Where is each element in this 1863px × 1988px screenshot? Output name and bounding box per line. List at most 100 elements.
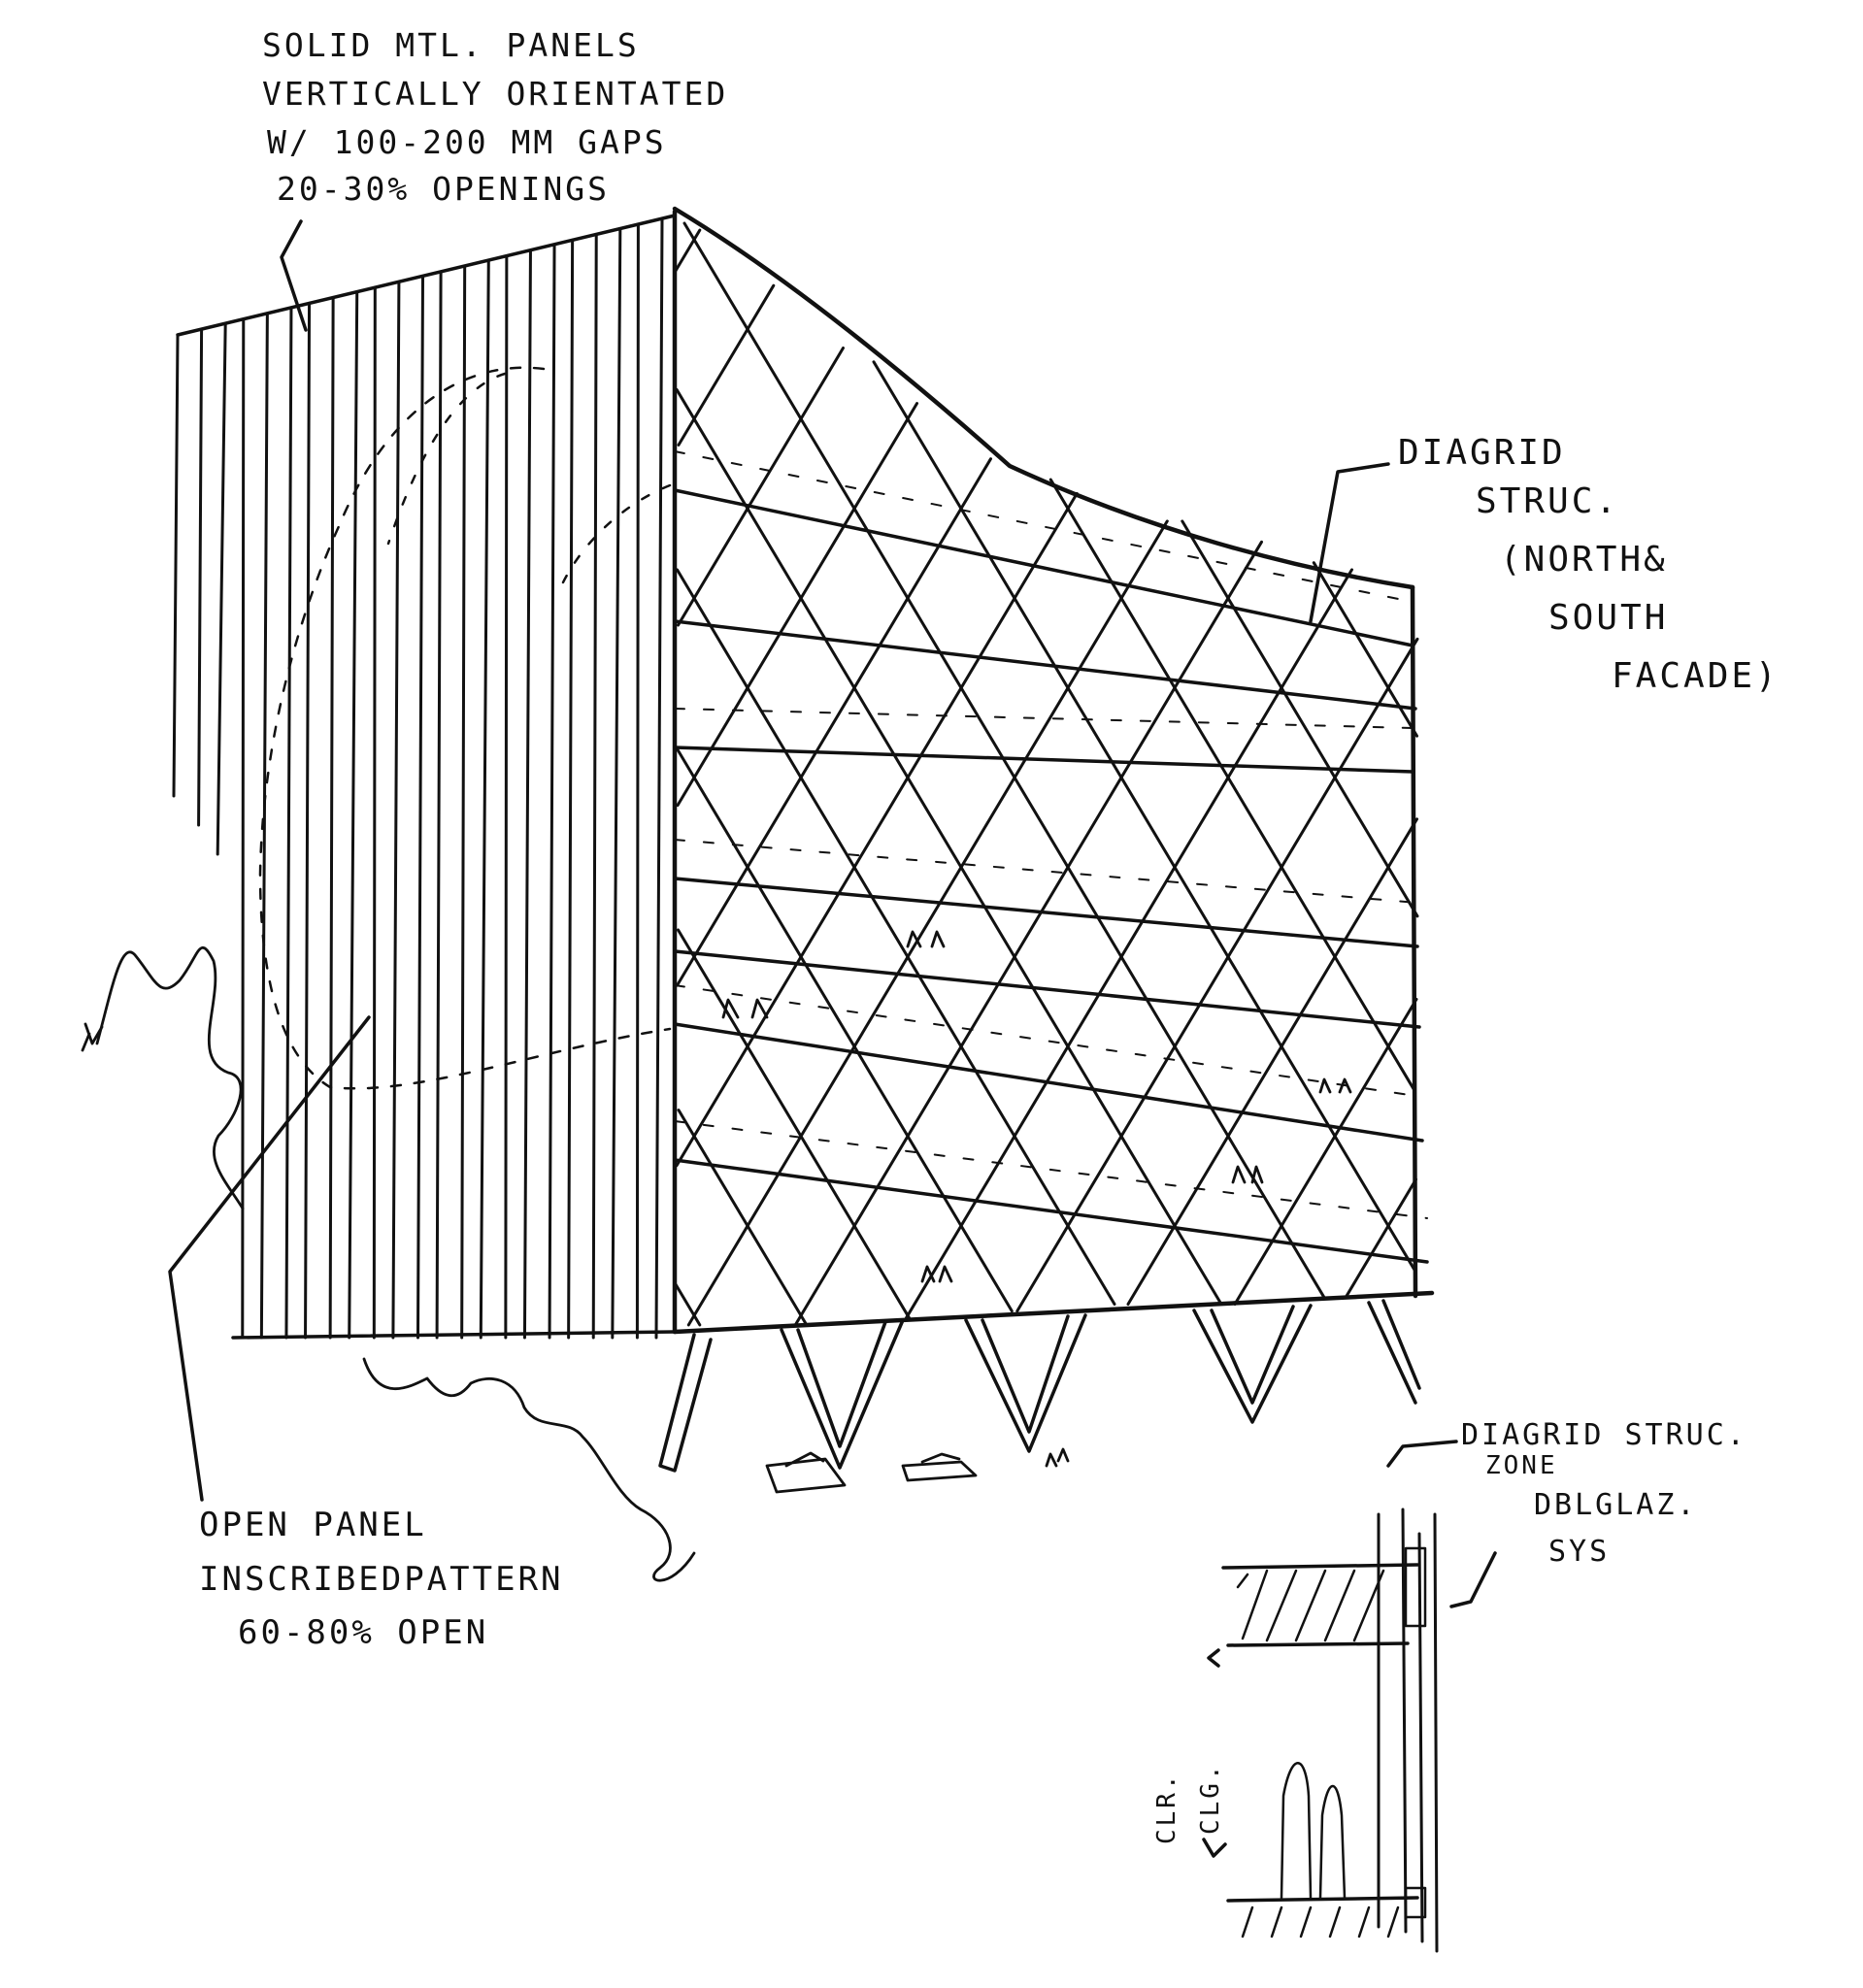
section-glazing-line-2: SYS bbox=[1548, 1535, 1610, 1569]
section-lower-slab-hatch bbox=[1241, 1905, 1400, 1938]
context-scribbles bbox=[81, 930, 1352, 1582]
diagrid-line-5: FACADE) bbox=[1612, 656, 1780, 696]
open-panel-leader bbox=[168, 1015, 371, 1502]
diagrid-top-edge bbox=[672, 206, 1415, 590]
vertical-panel bbox=[591, 233, 598, 1340]
open-panel-note: OPEN PANEL INSCRIBEDPATTERN 60-80% OPEN bbox=[168, 1015, 564, 1652]
diagrid-bottom-edge bbox=[672, 1290, 1435, 1335]
diagonal-member bbox=[872, 360, 1416, 1272]
section-notes: DIAGRID STRUC. ZONE DBLGLAZ. SYS CLR. CL… bbox=[1152, 1418, 1745, 1844]
people-on-floor-3 bbox=[1318, 1077, 1352, 1094]
vertical-panel bbox=[504, 254, 509, 1340]
diagonal-member bbox=[677, 347, 845, 627]
section-lower-slab-top bbox=[1226, 1896, 1419, 1903]
diagonal-member bbox=[905, 568, 1353, 1320]
diagrid-line-1: DIAGRID bbox=[1398, 433, 1566, 473]
diagonal-member bbox=[1181, 519, 1419, 918]
floor-plate bbox=[673, 619, 1417, 711]
floor-plate bbox=[673, 877, 1419, 948]
vertical-panel bbox=[435, 270, 443, 1340]
panel-lines bbox=[172, 217, 664, 1340]
diagonal-member bbox=[1015, 637, 1419, 1313]
panel-bottom-edge bbox=[231, 1330, 677, 1340]
people-on-floor-1 bbox=[721, 998, 769, 1019]
diagonal-member bbox=[1233, 997, 1418, 1306]
solid-panels-line-2: VERTICALLY ORIENTATED bbox=[262, 75, 728, 113]
vertical-panel bbox=[216, 322, 227, 856]
vertical-panel bbox=[197, 328, 204, 827]
section-zone-leader bbox=[1386, 1440, 1458, 1468]
diagrid-note: DIAGRID STRUC. (NORTH& SOUTH FACADE) bbox=[1309, 433, 1780, 696]
diagonal-member bbox=[675, 491, 1079, 1168]
section-glazing-line-1: DBLGLAZ. bbox=[1534, 1488, 1698, 1522]
open-panel-dashed-outline bbox=[258, 366, 672, 1090]
diagonal-member bbox=[1048, 478, 1415, 1091]
section-mullion-lower bbox=[1404, 1886, 1427, 1919]
floor-plate-dashed bbox=[674, 450, 1414, 603]
v-column-1 bbox=[658, 1333, 713, 1473]
section-upper-slab-top bbox=[1221, 1563, 1419, 1570]
v-column-2 bbox=[780, 1318, 905, 1470]
open-panel-line-3: 60-80% OPEN bbox=[238, 1613, 488, 1652]
vertical-panel bbox=[654, 217, 664, 1340]
v-column-5 bbox=[1367, 1299, 1421, 1405]
solid-panels-line-4: 20-30% OPENINGS bbox=[277, 170, 610, 208]
section-zone-line-2: ZONE bbox=[1485, 1451, 1558, 1480]
person-left bbox=[81, 1022, 104, 1052]
ground-scribble bbox=[362, 1357, 696, 1582]
floor-plate-dashed bbox=[674, 708, 1414, 729]
diagonal-member bbox=[676, 402, 918, 808]
people-on-floor-5 bbox=[920, 1265, 953, 1283]
diagrid-line-2: STRUC. bbox=[1476, 481, 1619, 521]
tree-scribble bbox=[95, 945, 245, 1210]
open-panel-line-1: OPEN PANEL bbox=[199, 1506, 427, 1544]
diagonal-members bbox=[673, 221, 1419, 1327]
people-figures bbox=[1045, 1447, 1070, 1468]
diagonal-member bbox=[1126, 817, 1418, 1306]
v-column-3 bbox=[964, 1313, 1087, 1453]
floor-plate bbox=[673, 746, 1414, 774]
diagonal-member bbox=[686, 519, 1169, 1327]
solid-panels-line-3: W/ 100-200 MM GAPS bbox=[267, 123, 667, 161]
diagonal-member bbox=[677, 283, 776, 447]
vertical-panel bbox=[460, 264, 467, 1340]
diagonal-member bbox=[676, 457, 992, 987]
diagonal-member bbox=[677, 928, 911, 1320]
open-panel-line-2: INSCRIBEDPATTERN bbox=[199, 1560, 564, 1599]
v-columns bbox=[658, 1299, 1421, 1473]
vertical-panel bbox=[522, 248, 532, 1340]
solid-panels-leader bbox=[280, 219, 308, 332]
section-ceiling-marker bbox=[1207, 1648, 1220, 1668]
people-on-floor-4 bbox=[1231, 1165, 1264, 1184]
vertical-panel bbox=[479, 259, 490, 1340]
vertical-panel bbox=[348, 291, 359, 1340]
diagonal-member bbox=[793, 540, 1263, 1327]
floor-plate-lines bbox=[673, 450, 1429, 1264]
diagrid-leader bbox=[1309, 462, 1390, 623]
open-panel-dashed-inner bbox=[386, 372, 672, 584]
section-floor-marker bbox=[1202, 1838, 1227, 1858]
vertical-panel bbox=[635, 222, 640, 1340]
diagonal-member bbox=[676, 568, 1116, 1306]
section-figures bbox=[1280, 1762, 1347, 1900]
solid-panels-line-1: SOLID MTL. PANELS bbox=[262, 26, 640, 64]
diagrid-facade bbox=[658, 206, 1435, 1473]
vertical-panel-facade bbox=[172, 214, 677, 1340]
wall-section-detail bbox=[1202, 1508, 1439, 1953]
diagonal-member bbox=[1312, 561, 1418, 738]
panel-top-edge bbox=[176, 214, 677, 337]
people-on-floor-2 bbox=[906, 930, 946, 948]
diagonal-member bbox=[1344, 1177, 1417, 1299]
vertical-panel bbox=[372, 285, 377, 1340]
section-mullion-upper bbox=[1404, 1546, 1427, 1628]
section-upper-slab-hatch bbox=[1236, 1569, 1385, 1642]
diagrid-right-edge bbox=[1410, 584, 1418, 1299]
section-height-line-2: CLG. bbox=[1196, 1762, 1225, 1835]
vertical-panel bbox=[611, 227, 622, 1340]
floor-plate bbox=[673, 1158, 1429, 1264]
floor-plate bbox=[673, 488, 1414, 647]
vertical-panel bbox=[241, 317, 246, 1340]
diagrid-line-4: SOUTH bbox=[1548, 598, 1668, 638]
floor-plate bbox=[673, 1022, 1424, 1143]
diagonal-member bbox=[673, 1281, 702, 1327]
